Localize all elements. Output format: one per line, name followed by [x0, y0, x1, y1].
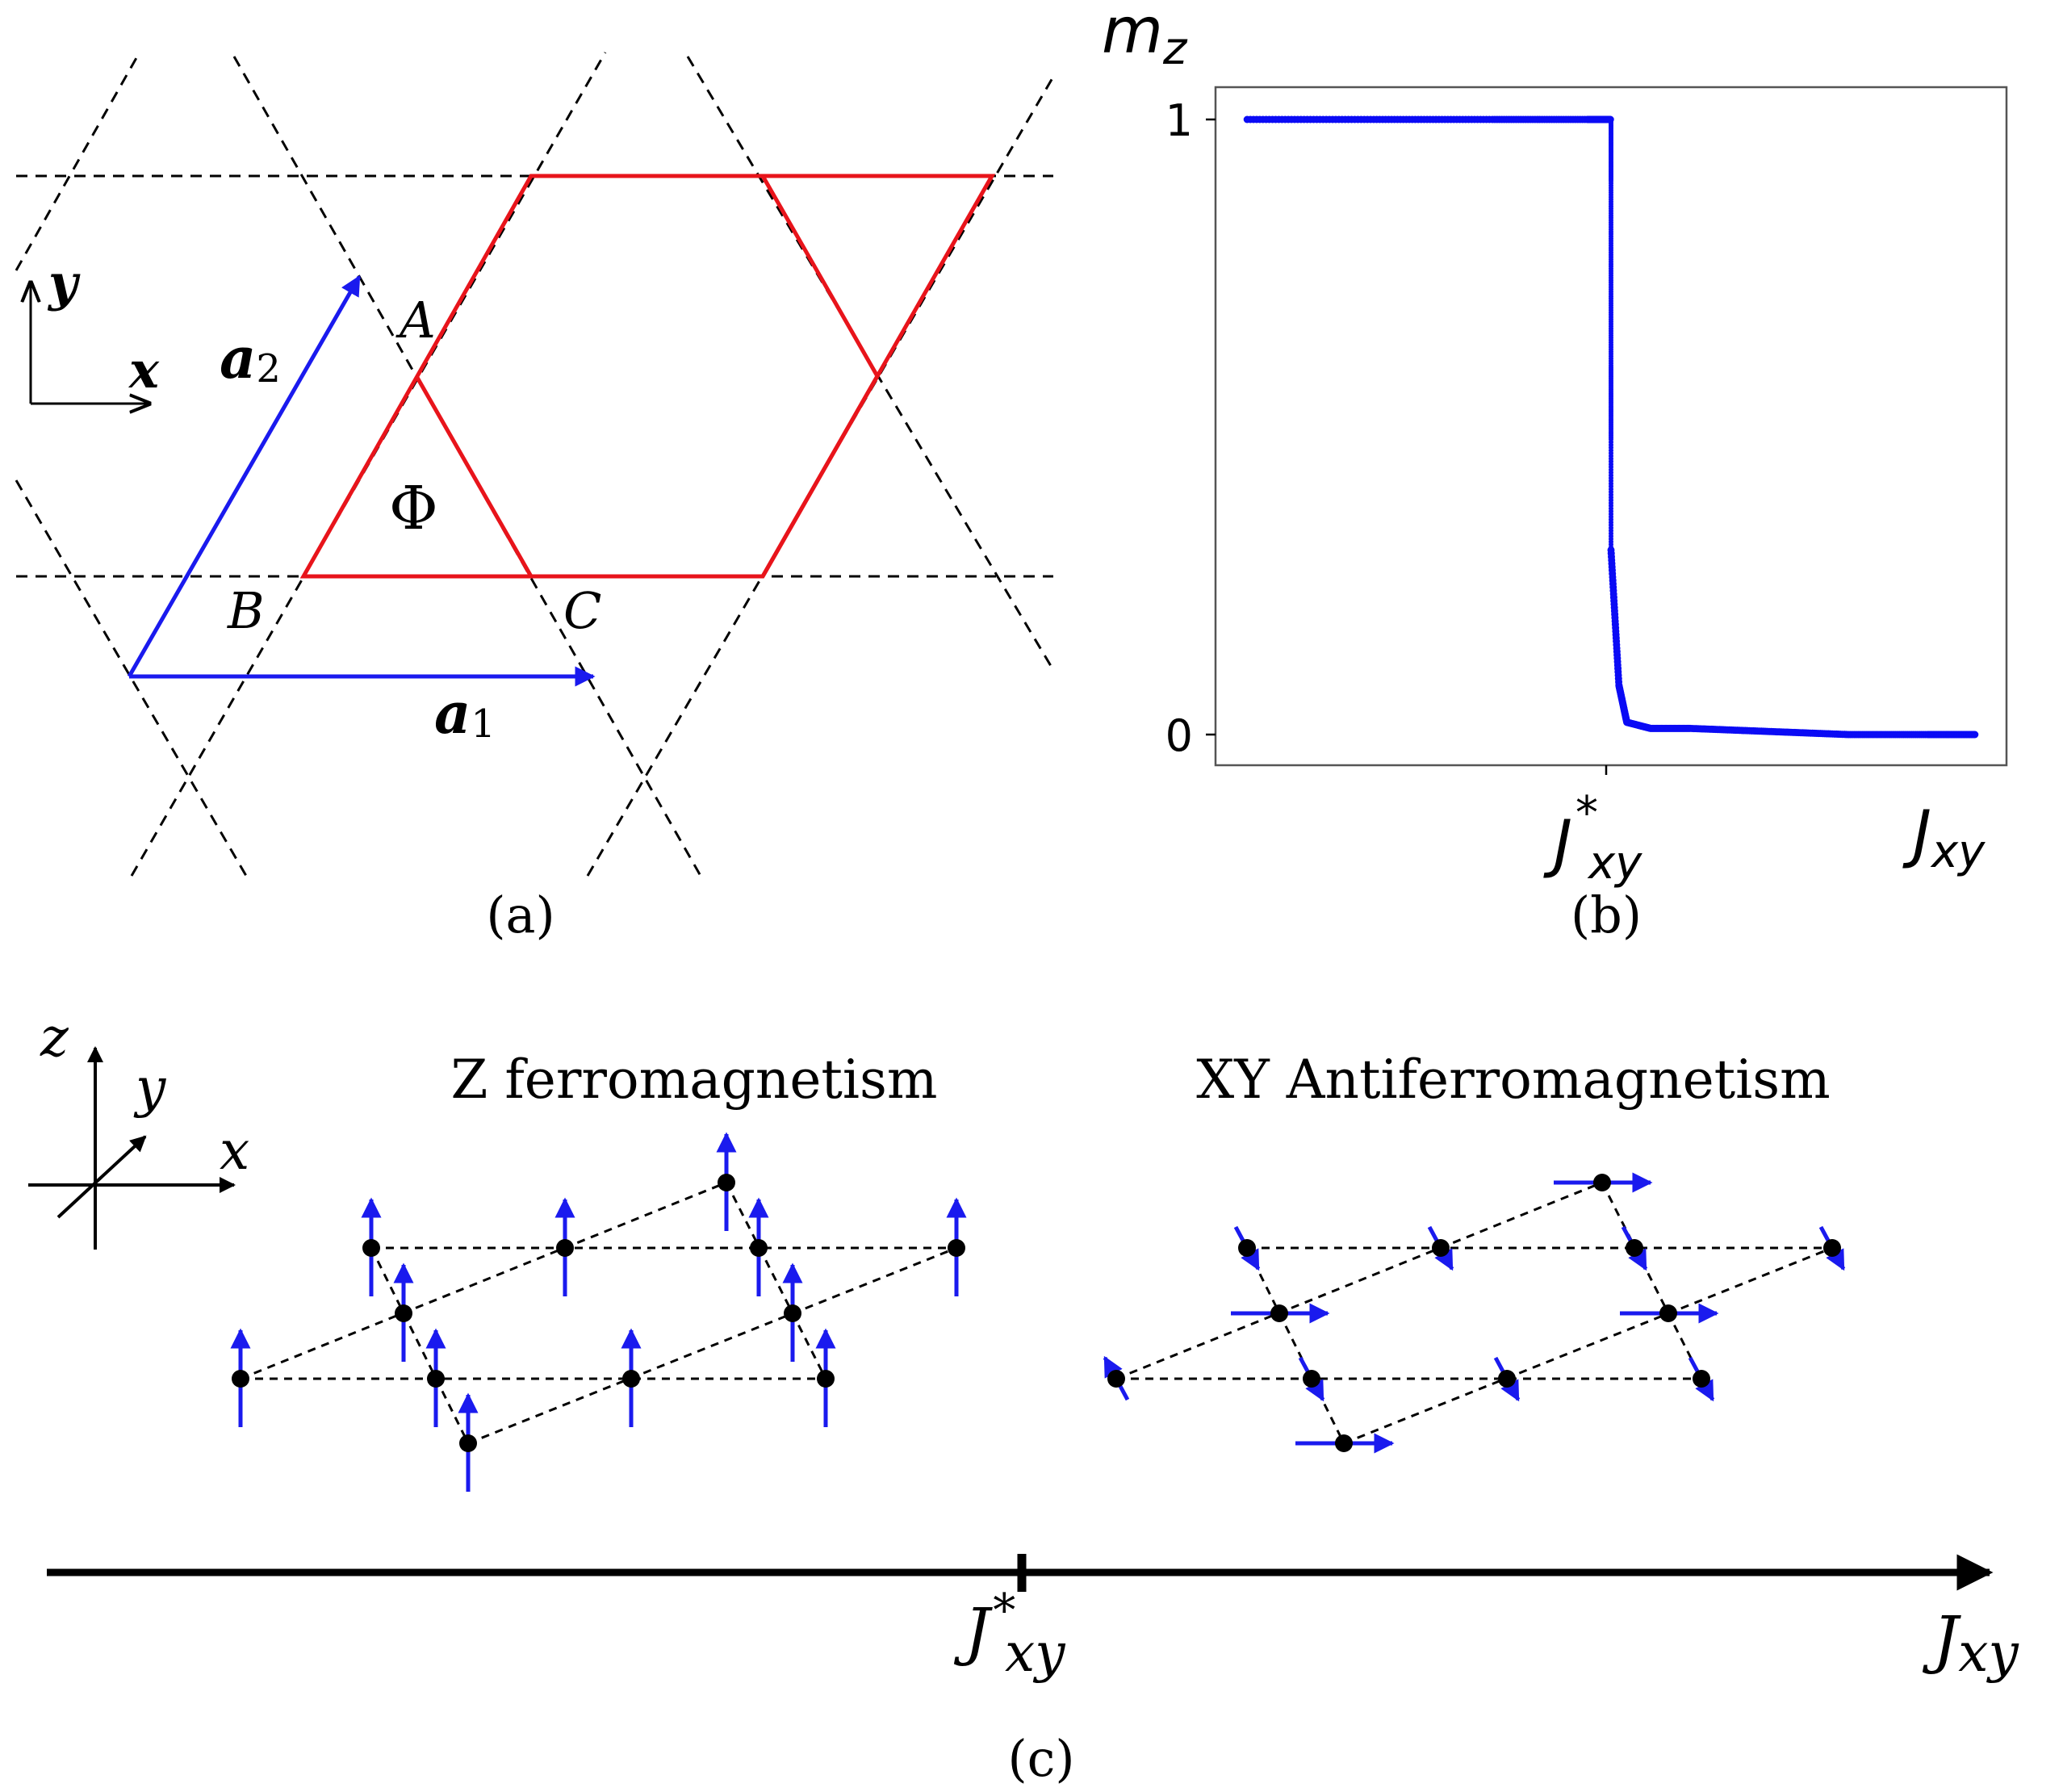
lattice-site [1270, 1304, 1288, 1322]
lattice-site [1659, 1304, 1677, 1322]
lattice-site [1303, 1370, 1320, 1388]
site-B-label: B [227, 581, 265, 640]
lattice-site [718, 1174, 735, 1191]
lattice-site [948, 1239, 965, 1257]
lattice-site [750, 1239, 768, 1257]
lattice-site [817, 1370, 835, 1388]
panel-c: z y x Z ferromagnetism XY Antiferromagne… [28, 1007, 2019, 1788]
x-axis-label: Jxy [1902, 798, 1986, 878]
lattice-site [1498, 1370, 1516, 1388]
axis-x3d-label: x [220, 1120, 249, 1182]
lattice-site [232, 1370, 249, 1388]
y-tick-1-label: 1 [1165, 95, 1193, 146]
lattice-site [362, 1239, 380, 1257]
lattice-site [1335, 1434, 1353, 1452]
lattice-site [1823, 1239, 1841, 1257]
kagome-lattice [299, 174, 996, 579]
site-A-label: A [395, 291, 436, 350]
panel-c-caption: (c) [1007, 1729, 1074, 1788]
flux-label: Φ [389, 474, 438, 543]
lattice-site [395, 1304, 412, 1322]
panel-b: 1 0 mz J*xy Jxy (b) [1102, 0, 2008, 944]
lattice-vectors [127, 274, 596, 687]
site-C-label: C [563, 581, 601, 640]
vector-a2-arrow [127, 274, 362, 678]
lattice-site [1626, 1239, 1643, 1257]
phase-tick-label: J*xy [953, 1585, 1065, 1684]
axes-xyz-icon [28, 1046, 236, 1250]
panel-a-caption: (a) [486, 886, 554, 944]
y-tick-0-label: 0 [1165, 710, 1193, 761]
lattice-site [427, 1370, 445, 1388]
data-series [1243, 115, 1979, 739]
axis-y-label: y [47, 253, 81, 312]
lattice-site [784, 1304, 801, 1322]
y-axis-label: mz [1102, 0, 1188, 75]
title-z-ferromagnetism: Z ferromagnetism [451, 1049, 938, 1111]
x-tick-jstar-label: J*xy [1543, 787, 1642, 890]
lattice-site [556, 1239, 574, 1257]
axes-xy-icon [31, 283, 149, 404]
title-xy-antiferromagnetism: XY Antiferromagnetism [1196, 1049, 1831, 1111]
xy-afm-lattice [1103, 1172, 1846, 1454]
vector-a2-label: a2 [220, 324, 281, 391]
phase-end-label: Jxy [1922, 1604, 2019, 1684]
lattice-site [622, 1370, 640, 1388]
axis-x-label: x [128, 341, 160, 400]
lattice-site [1107, 1370, 1125, 1388]
data-point [1971, 731, 1979, 739]
lattice-site [1693, 1370, 1710, 1388]
plot-frame [1214, 86, 2008, 767]
vector-a1-label: a1 [434, 680, 496, 747]
panel-a: y x a2 a1 A B C Φ (a) [15, 52, 1055, 944]
axis-y3d-label: y [133, 1057, 166, 1119]
lattice-site [1238, 1239, 1256, 1257]
lattice-site [1593, 1174, 1611, 1191]
z-ferro-lattice [230, 1132, 967, 1492]
panel-b-caption: (b) [1571, 886, 1642, 944]
lattice-site [459, 1434, 477, 1452]
lattice-site [1432, 1239, 1450, 1257]
axis-z-label: z [40, 1007, 69, 1069]
